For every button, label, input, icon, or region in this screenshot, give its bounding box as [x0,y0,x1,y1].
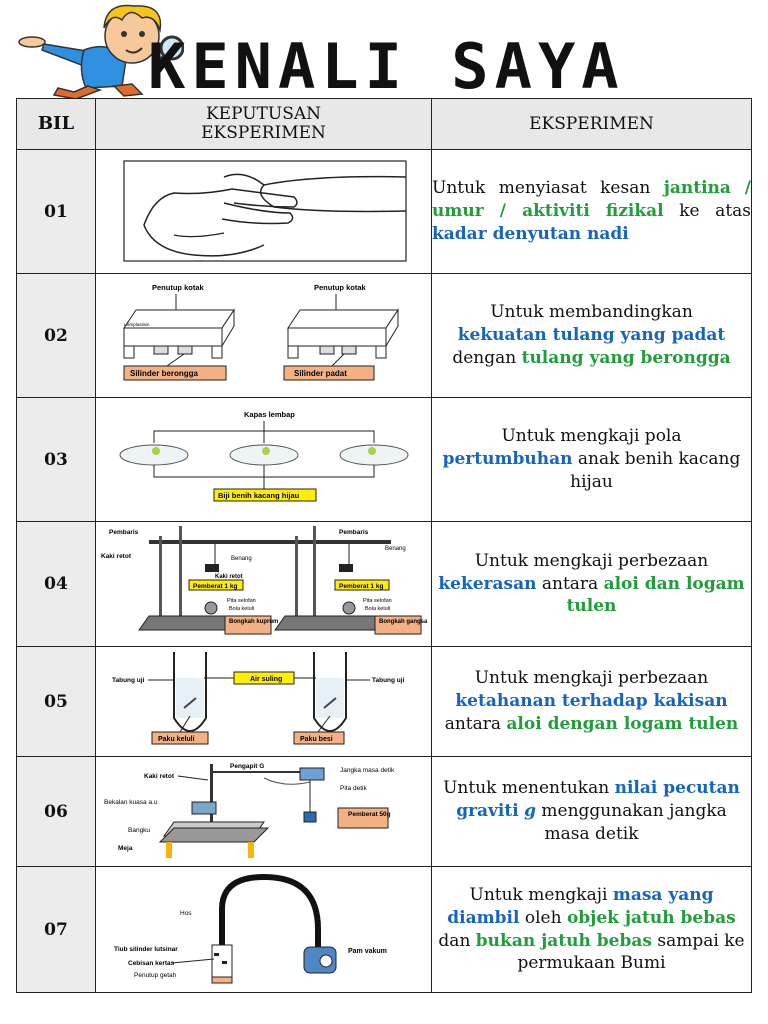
table-row: 01 Untuk menyiasat kesan jantina / umur … [16,149,752,274]
bone-cylinder-diagram: Penutup kotak Penutup kotak Lilin/plasti… [122,283,399,380]
page-title: KENALI SAYA [148,30,625,103]
experiment-description: Untuk menentukan nilai pecutan graviti g… [431,756,752,867]
svg-text:Pita selofan: Pita selofan [227,598,256,604]
svg-text:Lilin/plastisin: Lilin/plastisin [124,322,150,327]
table-row: 05 Tabung uji Tabung uji Air suling [16,646,752,757]
svg-text:Kaki retot: Kaki retot [215,574,243,580]
svg-text:Pemberat 1 kg: Pemberat 1 kg [193,583,237,590]
svg-text:Pengapit G: Pengapit G [230,763,264,770]
header-bil: BIL [16,98,96,150]
svg-text:Penutup kotak: Penutup kotak [152,283,205,292]
svg-text:Pembaris: Pembaris [109,529,139,536]
header-keputusan: KEPUTUSAN EKSPERIMEN [95,98,432,150]
petri-dish-diagram: Kapas lembap Biji benih kacang hijau [119,410,408,501]
svg-text:Tabung uji: Tabung uji [112,677,145,684]
row-number: 05 [16,646,96,757]
svg-text:Bongkah gangsa: Bongkah gangsa [379,619,428,625]
svg-text:Benang: Benang [231,556,252,562]
svg-text:Biji benih kacang hijau: Biji benih kacang hijau [218,491,300,500]
svg-text:Paku besi: Paku besi [300,736,333,743]
table-row: 03 Kapas lembap Biji benih kacang hijau … [16,397,752,522]
free-fall-vacuum-diagram: Hos Tiub silinder lutsinar Cebisan kerta… [114,873,387,983]
svg-text:Tiub silinder lutsinar: Tiub silinder lutsinar [114,946,178,953]
table-row: 02 Penutup kotak Penutup kotak Lilin/pla… [16,273,752,398]
experiment-image: Penutup kotak Penutup kotak Lilin/plasti… [95,273,432,398]
experiment-image: Hos Tiub silinder lutsinar Cebisan kerta… [95,866,432,993]
header-eksperimen: EKSPERIMEN [431,98,752,150]
row-number: 03 [16,397,96,522]
svg-text:Kapas lembap: Kapas lembap [244,410,295,419]
svg-text:Silinder padat: Silinder padat [294,369,347,378]
svg-text:Bola keluli: Bola keluli [229,606,254,612]
svg-text:Bongkah kuprum: Bongkah kuprum [229,619,278,625]
svg-text:Pemberat 1 kg: Pemberat 1 kg [339,583,383,590]
svg-text:Pemberat 50g: Pemberat 50g [348,811,391,818]
svg-text:Cebisan kertas: Cebisan kertas [128,960,175,967]
corrosion-test-diagram: Tabung uji Tabung uji Air suling Paku ke… [112,651,405,744]
experiment-image: Kapas lembap Biji benih kacang hijau [95,397,432,522]
experiment-description: Untuk membandingkan kekuatan tulang yang… [431,273,752,398]
svg-text:Tabung uji: Tabung uji [372,677,405,684]
hardness-test-diagram: Pembaris Kaki retot Benang Kaki retot Pe… [101,526,428,635]
row-number: 04 [16,521,96,647]
hand-pulse-icon [122,159,407,262]
experiment-description: Untuk menyiasat kesan jantina / umur / a… [431,149,752,274]
experiment-description: Untuk mengkaji perbezaan ketahanan terha… [431,646,752,757]
svg-text:Kaki retot: Kaki retot [101,553,132,560]
svg-text:Hos: Hos [180,910,192,917]
table-header-row: BIL KEPUTUSAN EKSPERIMEN EKSPERIMEN [16,98,752,150]
svg-text:Pita detik: Pita detik [340,785,367,792]
table-row: 07 Hos Tiub silinder lutsinar Cebisan ke… [16,866,752,993]
svg-text:Silinder berongga: Silinder berongga [130,369,199,378]
svg-text:Penutup getah: Penutup getah [134,972,177,979]
svg-text:Air suling: Air suling [250,676,282,683]
row-number: 06 [16,756,96,867]
svg-text:Pam vakum: Pam vakum [348,948,387,955]
experiment-table: BIL KEPUTUSAN EKSPERIMEN EKSPERIMEN 01 U… [16,98,752,993]
svg-text:Benang: Benang [385,546,406,552]
svg-text:Jangka masa detik: Jangka masa detik [340,767,395,774]
svg-text:Penutup kotak: Penutup kotak [314,283,367,292]
experiment-image [95,149,432,274]
svg-text:Bangku: Bangku [128,827,150,834]
svg-text:Meja: Meja [118,845,133,852]
experiment-description: Untuk mengkaji masa yang diambil oleh ob… [431,866,752,993]
svg-text:Paku keluli: Paku keluli [158,736,195,743]
svg-text:Pembaris: Pembaris [339,529,369,536]
row-number: 02 [16,273,96,398]
svg-text:Bola keluli: Bola keluli [365,606,390,612]
table-row: 06 Pengapit G Jangka masa detik Pita det… [16,756,752,867]
svg-text:Bekalan kuasa a.u: Bekalan kuasa a.u [104,799,158,806]
boy-magnifier-mascot [18,4,184,100]
table-row: 04 Pembaris Kaki retot Benang Kaki retot… [16,521,752,647]
row-number: 07 [16,866,96,993]
experiment-image: Tabung uji Tabung uji Air suling Paku ke… [95,646,432,757]
row-number: 01 [16,149,96,274]
experiment-image: Pembaris Kaki retot Benang Kaki retot Pe… [95,521,432,647]
svg-text:Kaki retot: Kaki retot [144,773,175,780]
ticker-timer-diagram: Pengapit G Jangka masa detik Pita detik … [104,763,395,858]
experiment-image: Pengapit G Jangka masa detik Pita detik … [95,756,432,867]
experiment-description: Untuk mengkaji perbezaan kekerasan antar… [431,521,752,647]
svg-text:Pita selofan: Pita selofan [363,598,392,604]
experiment-description: Untuk mengkaji pola pertumbuhan anak ben… [431,397,752,522]
